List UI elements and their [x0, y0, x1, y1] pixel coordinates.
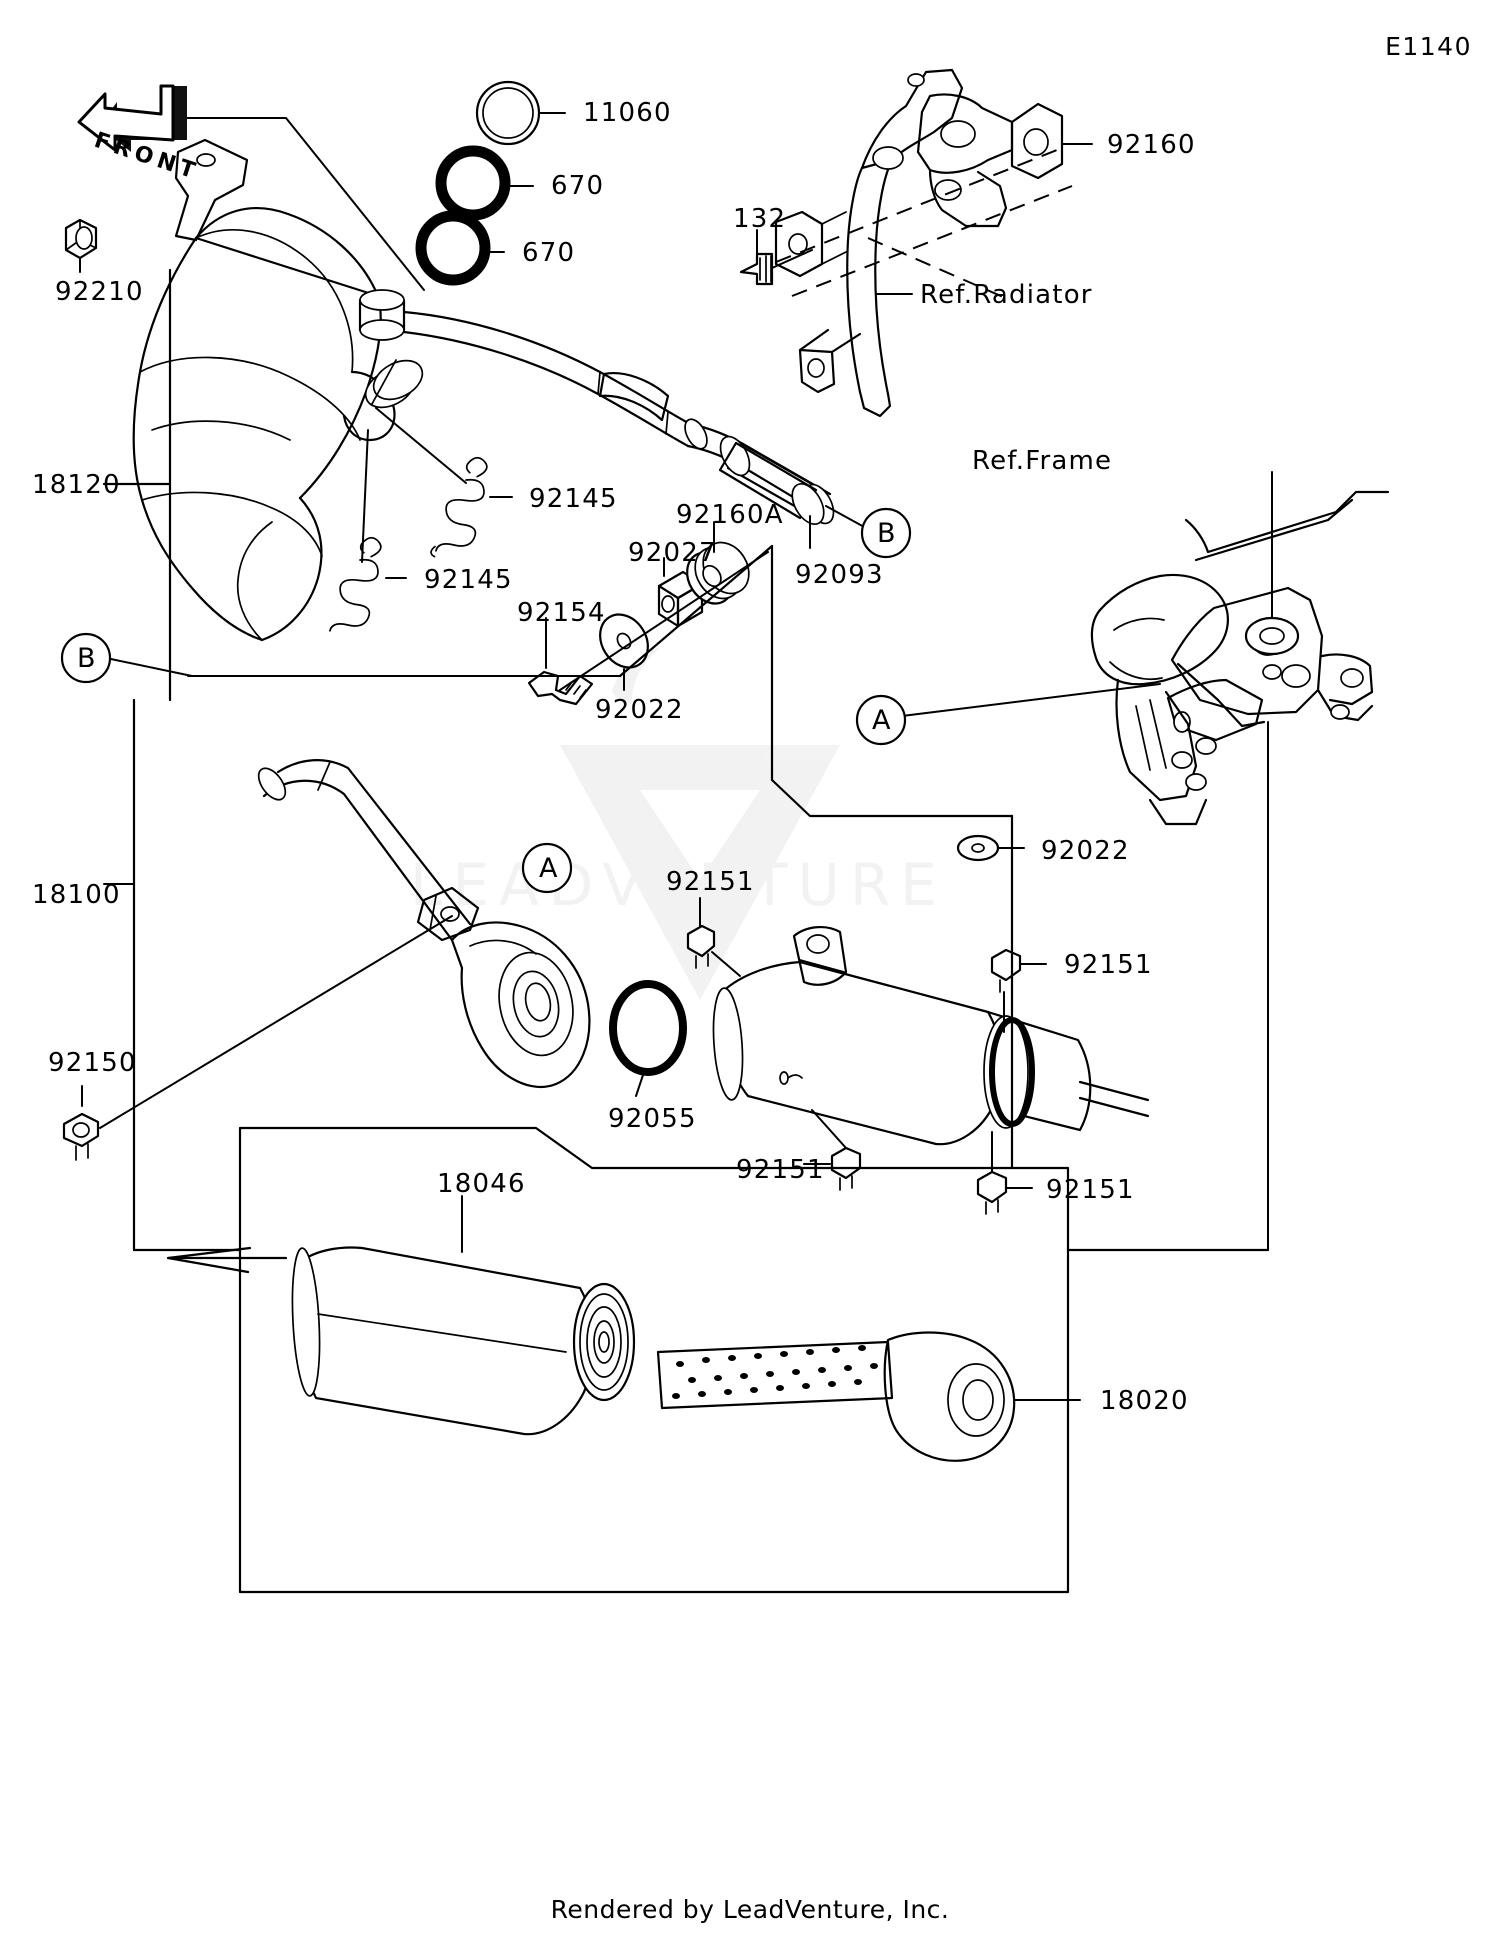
ref-radiator-bracket [774, 68, 1073, 418]
balloon-group [60, 507, 912, 894]
part-92093-tube [718, 441, 825, 549]
part-92160A-damper [686, 521, 750, 605]
part-18020-core [656, 1331, 1081, 1462]
callout-11060: 11060 [583, 98, 672, 128]
part-18120-expansion-chamber [132, 138, 835, 642]
part-92145-spring-upper [375, 407, 513, 558]
part-92145-spring-lower [329, 429, 407, 632]
part-132-bolt [739, 229, 813, 286]
callout-92055: 92055 [608, 1104, 697, 1134]
callout-92151-d: 92151 [1046, 1175, 1135, 1205]
callout-92151-b: 92151 [1064, 950, 1153, 980]
part-18100-exhaust-pipe [257, 759, 591, 1089]
callout-92154: 92154 [517, 598, 606, 628]
diagram-code: E1140 [1385, 32, 1472, 61]
lower-assembly-frame [132, 814, 1270, 1594]
part-92154-bolt [527, 617, 594, 706]
fastener-stack [527, 521, 769, 706]
part-11060-gasket [475, 80, 566, 146]
ref-frame-assembly [1090, 471, 1390, 1251]
part-18046-insert [166, 1195, 636, 1436]
callout-670-upper: 670 [551, 171, 605, 201]
callout-18020: 18020 [1100, 1386, 1189, 1416]
link-stack-to-right [770, 778, 1014, 818]
callout-92160: 92160 [1107, 130, 1196, 160]
callout-18120: 18120 [32, 470, 121, 500]
silencer-body [712, 926, 1150, 1146]
front-direction-marker: FRONT [55, 72, 230, 192]
callout-ref-frame: Ref.Frame [972, 446, 1113, 476]
leader-balloon-b-upper [825, 505, 867, 529]
callout-92151-a: 92151 [666, 867, 755, 897]
balloon-b-left: B [77, 643, 97, 674]
part-92151-bolt-a [686, 897, 741, 977]
callout-92151-c: 92151 [736, 1155, 825, 1185]
part-670-oring-lower [415, 210, 505, 286]
callout-92145-upper: 92145 [529, 484, 618, 514]
callout-18100: 18100 [32, 880, 121, 910]
part-670-oring-upper [435, 145, 534, 221]
callout-92027: 92027 [628, 538, 717, 568]
callout-92022-upper: 92022 [595, 695, 684, 725]
callout-18046: 18046 [437, 1169, 526, 1199]
callout-ref-radiator: Ref.Radiator [920, 280, 1093, 310]
callout-132: 132 [733, 204, 787, 234]
balloon-a-right: A [872, 705, 892, 736]
footer-credit: Rendered by LeadVenture, Inc. [550, 1895, 950, 1924]
callout-92210: 92210 [55, 277, 144, 307]
callout-92145-lower: 92145 [424, 565, 513, 595]
balloon-b-upper-right: B [877, 518, 897, 549]
link-b-left-to-stack [618, 544, 774, 678]
part-92022-washer-lower [956, 834, 1025, 862]
callout-92022-lower: 92022 [1041, 836, 1130, 866]
callout-92160A: 92160A [676, 500, 784, 530]
balloon-a-left: A [539, 853, 559, 884]
watermark-leadventure: LEADVENTURE [410, 648, 947, 1000]
leader-balloon-a-right [901, 683, 1161, 717]
part-92055-oring [609, 980, 687, 1097]
part-92151-bolt-d [976, 1131, 1033, 1215]
callout-92093: 92093 [795, 560, 884, 590]
part-92150-bolt [62, 915, 453, 1161]
svg-text:LEADVENTURE: LEADVENTURE [410, 851, 947, 919]
part-92210-nut [64, 218, 98, 273]
callout-92150: 92150 [48, 1048, 137, 1078]
callout-670-lower: 670 [522, 238, 576, 268]
